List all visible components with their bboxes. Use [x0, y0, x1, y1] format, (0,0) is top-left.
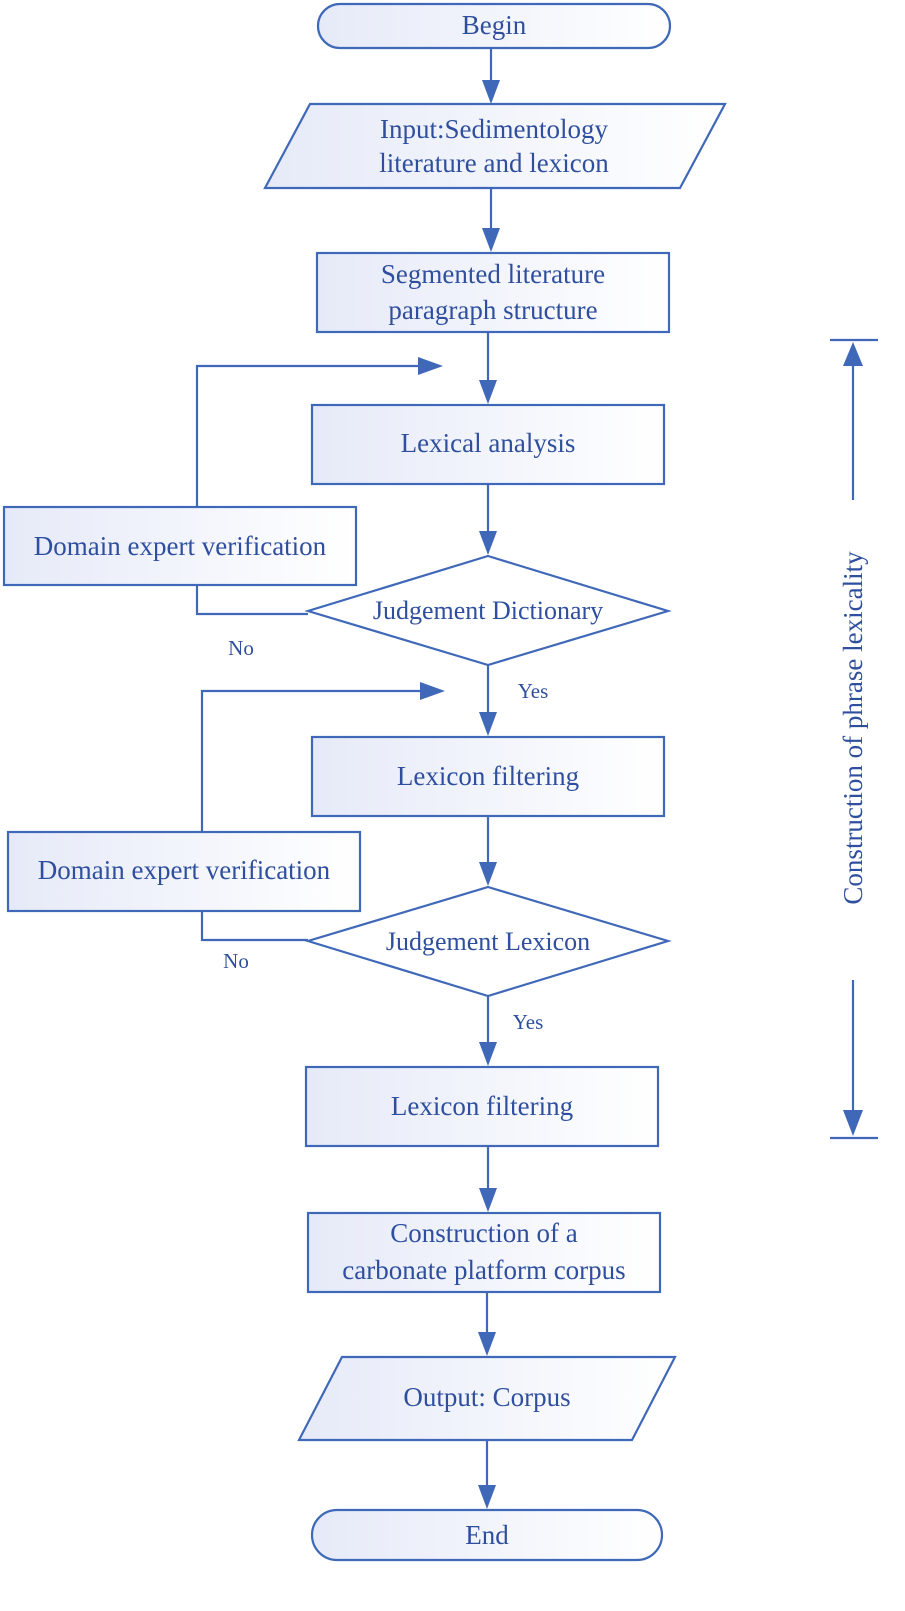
- yes-label-2: Yes: [513, 1010, 544, 1034]
- output-parallelogram: [297, 1355, 677, 1442]
- output-label: Output: Corpus: [403, 1382, 570, 1412]
- loop-no-dictionary: [195, 357, 443, 616]
- arrow-output-to-end: [478, 1440, 496, 1509]
- end-label: End: [465, 1520, 509, 1550]
- side-label: Construction of phrase lexicality: [838, 551, 868, 905]
- corpus-construction-label-line2: carbonate platform corpus: [342, 1255, 625, 1285]
- judgement-lexicon-label: Judgement Lexicon: [386, 927, 590, 956]
- lexical-analysis-label: Lexical analysis: [401, 428, 576, 458]
- judgement-dictionary-label: Judgement Dictionary: [373, 596, 603, 625]
- side-bracket: [830, 338, 878, 1140]
- arrow-judgement-dictionary-to-filtering: [479, 665, 497, 736]
- corpus-construction-box: [306, 1211, 662, 1294]
- arrow-filtering-to-corpus: [479, 1146, 497, 1212]
- segmented-box: [315, 251, 671, 334]
- expert-verification-label-1: Domain expert verification: [34, 531, 327, 561]
- expert-verification-label-2: Domain expert verification: [38, 855, 331, 885]
- arrow-filtering-to-judgement-lexicon: [479, 816, 497, 886]
- segmented-label-line2: paragraph structure: [388, 295, 597, 325]
- expert-verification-box-1: [2, 505, 358, 587]
- arrow-judgement-lexicon-to-filtering: [479, 996, 497, 1066]
- input-label-line2: literature and lexicon: [379, 148, 609, 178]
- no-label-2: No: [223, 949, 249, 973]
- lexicon-filtering-label-1: Lexicon filtering: [397, 761, 579, 791]
- input-parallelogram: [263, 102, 727, 190]
- arrow-segmented-to-lexical: [479, 332, 497, 404]
- arrow-lexical-to-judgement-dictionary: [479, 484, 497, 555]
- no-label-1: No: [228, 636, 254, 660]
- begin-label: Begin: [462, 10, 527, 40]
- arrow-begin-to-input: [482, 48, 500, 104]
- lexical-analysis-box: [310, 403, 666, 486]
- lexicon-filtering-box-1: [310, 735, 666, 818]
- arrow-corpus-to-output: [478, 1292, 496, 1356]
- input-label-line1: Input:Sedimentology: [380, 114, 608, 144]
- begin-terminal: [316, 2, 672, 50]
- expert-verification-box-2: [6, 830, 362, 913]
- corpus-construction-label-line1: Construction of a: [390, 1218, 577, 1248]
- end-terminal: [310, 1508, 664, 1562]
- lexicon-filtering-label-2: Lexicon filtering: [391, 1091, 573, 1121]
- yes-label-1: Yes: [518, 679, 549, 703]
- loop-no-lexicon: [200, 682, 445, 942]
- segmented-label-line1: Segmented literature: [381, 259, 605, 289]
- arrow-input-to-segmented: [482, 188, 500, 252]
- lexicon-filtering-box-2: [304, 1065, 660, 1148]
